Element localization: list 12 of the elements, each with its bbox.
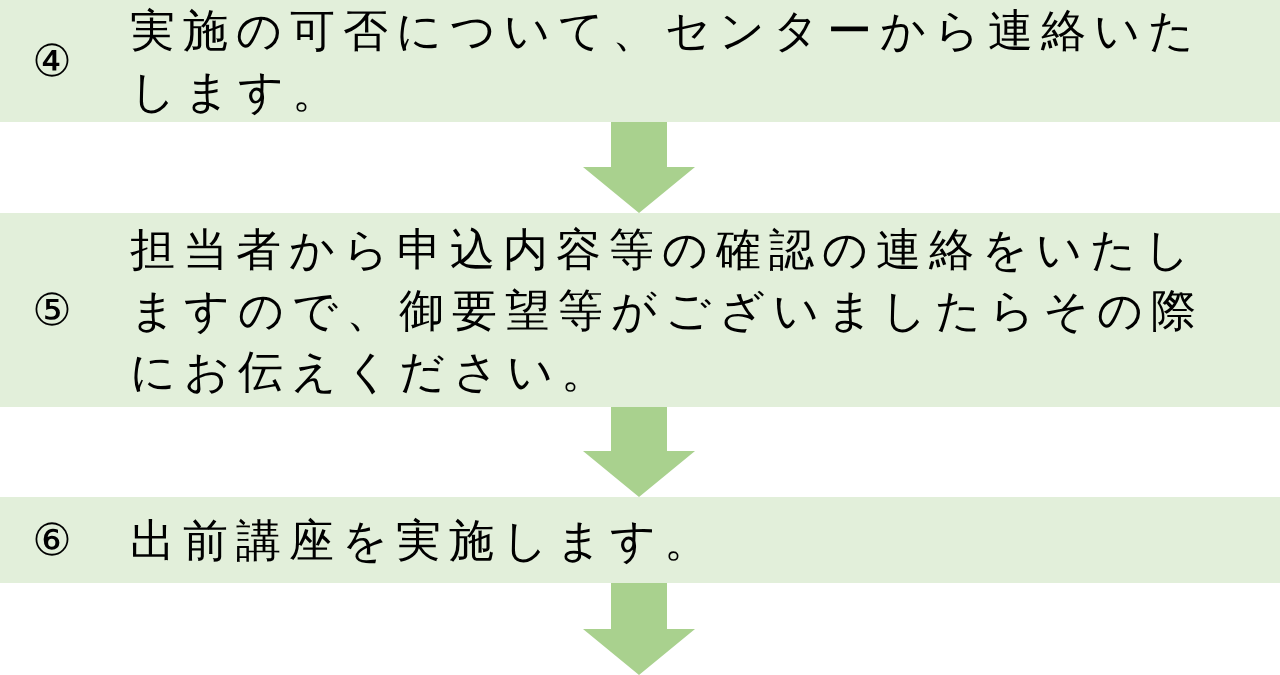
step-text: 出前講座を実施します。 (130, 512, 718, 569)
step-number: ④ (31, 34, 73, 88)
step-text: 実施の可否について、センターから連絡いたします。 (130, 3, 1203, 120)
step-number: ⑥ (31, 513, 73, 567)
step-band (0, 0, 1280, 122)
down-arrow (583, 583, 695, 675)
down-arrow (583, 407, 695, 497)
step-text: 担当者から申込内容等の確認の連絡をいたしますので、御要望等がございましたらその際にお伝えください。 (130, 221, 1205, 400)
step-number: ⑤ (31, 283, 73, 337)
down-arrow (583, 122, 695, 213)
step-band (0, 497, 1280, 583)
step-band (0, 213, 1280, 407)
